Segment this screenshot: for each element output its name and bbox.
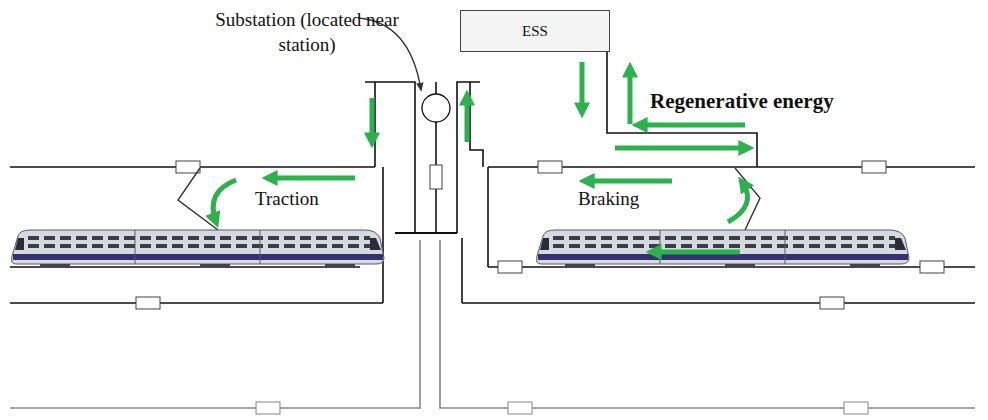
traction-label: Traction [255, 187, 319, 212]
left-train [12, 230, 385, 267]
pantographs [178, 168, 760, 230]
section-insulators [136, 161, 944, 414]
grey-line [10, 240, 975, 408]
braking-label: Braking [578, 187, 639, 212]
energy-storage-box: ESS [460, 10, 610, 52]
overhead-lines [10, 50, 975, 303]
regenerative-label: Regenerative energy [650, 88, 834, 115]
node-text: ESS [522, 23, 548, 40]
substation-label: Substation (located near station) [212, 8, 402, 57]
right-train [537, 230, 910, 267]
